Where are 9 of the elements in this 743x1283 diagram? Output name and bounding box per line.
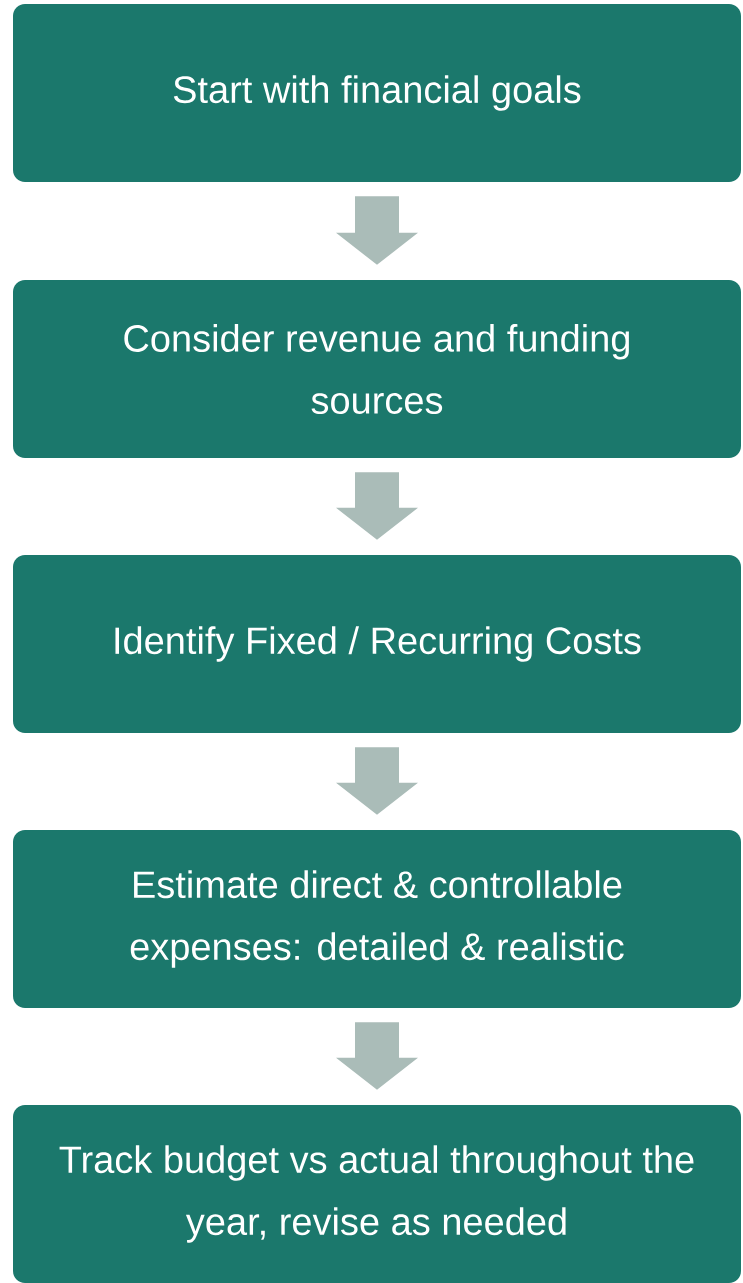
process-box: Identify Fixed / Recurring Costs xyxy=(13,555,741,733)
arrow xyxy=(336,472,418,540)
arrow xyxy=(336,196,418,265)
arrow xyxy=(336,1022,418,1090)
process-box: Start with financial goals xyxy=(13,4,741,182)
arrow xyxy=(336,747,418,815)
process-box: Estimate direct & controllable expenses: detailed & realistic xyxy=(13,830,741,1008)
process-box: Consider revenue and funding sources xyxy=(13,280,741,458)
process-box: Track budget vs actual throughout the year, revise as needed xyxy=(13,1105,741,1283)
